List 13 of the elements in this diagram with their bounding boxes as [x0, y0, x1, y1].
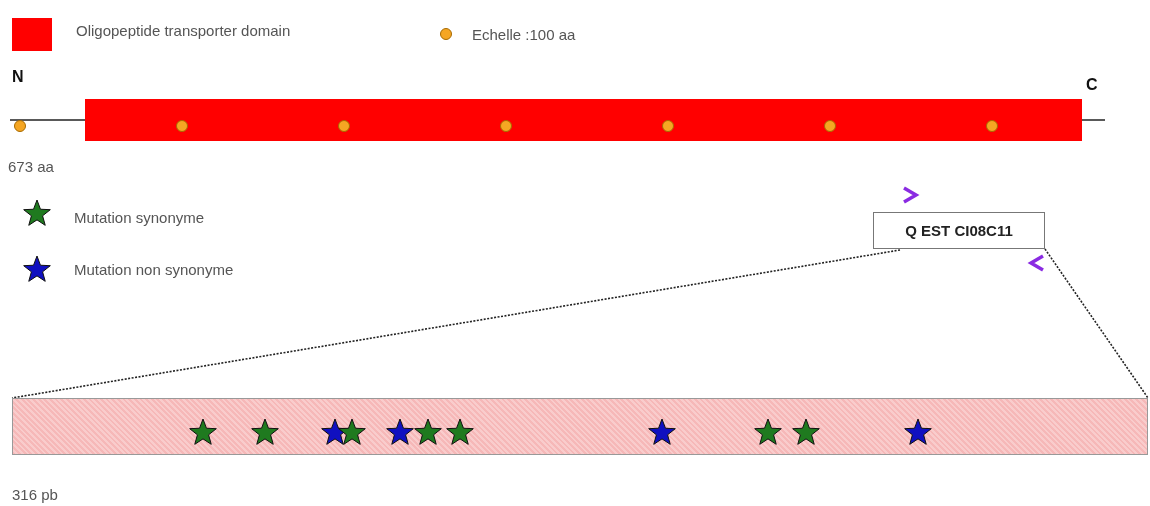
legend-text: Mutation non synonyme	[74, 261, 234, 278]
zoom-line	[11, 249, 901, 399]
legend-text: Mutation synonyme	[74, 209, 205, 226]
zoom-line	[1044, 248, 1149, 399]
length-label: 316 pb	[12, 486, 58, 503]
protein-domain-bar	[85, 99, 1082, 141]
length-label: 673 aa	[8, 158, 54, 175]
legend-text: Echelle :100 aa	[472, 26, 576, 43]
label-box: Q EST CI08C11	[873, 212, 1045, 249]
legend-text: Oligopeptide transporter domain	[76, 22, 291, 39]
sequence-bar	[12, 398, 1148, 455]
terminus-label: N	[12, 68, 24, 86]
terminus-label: C	[1086, 76, 1098, 94]
